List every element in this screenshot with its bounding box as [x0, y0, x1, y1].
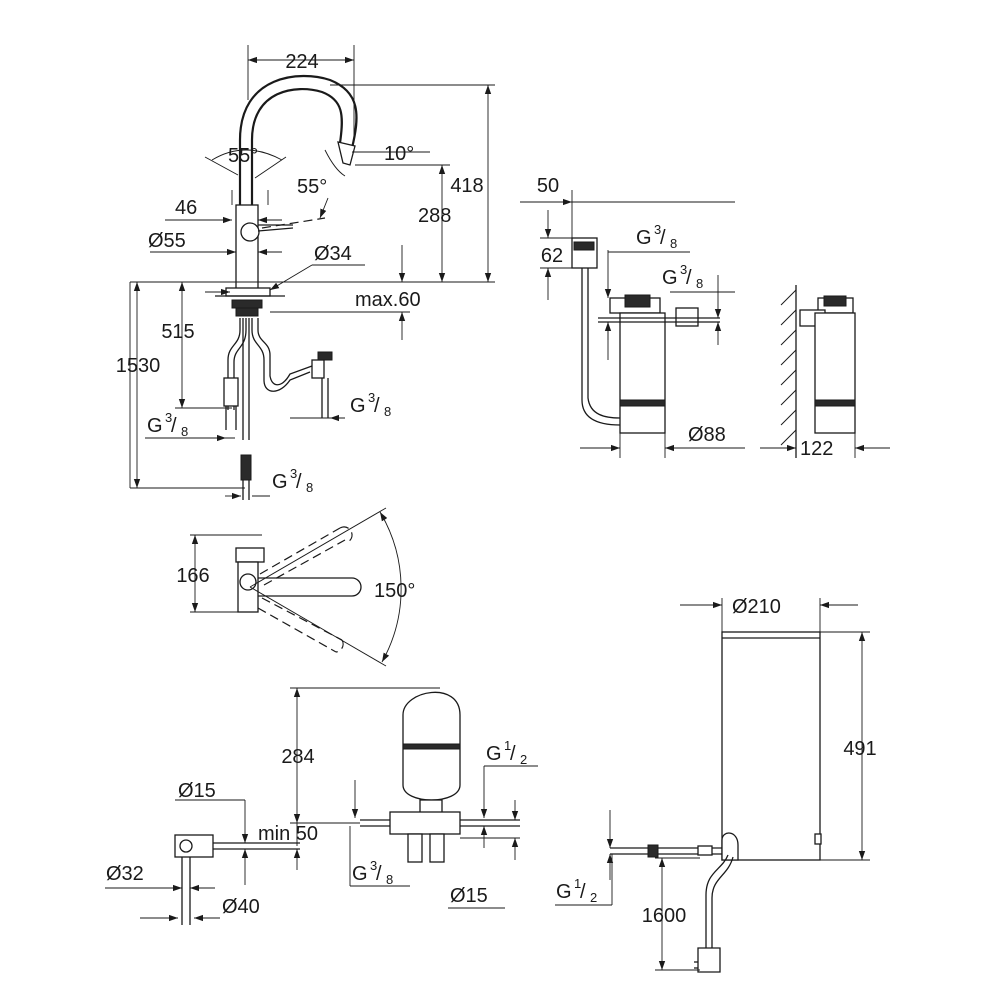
handle-knob — [240, 222, 260, 242]
label-50: 50 — [537, 175, 559, 197]
label-166: 166 — [176, 565, 209, 587]
svg-text:/: / — [660, 227, 666, 249]
hose-fitting-bottom — [240, 454, 252, 481]
svg-text:G: G — [272, 471, 288, 493]
spout-top — [258, 577, 362, 597]
wall-filter-cartridge — [814, 312, 856, 434]
thread-label-valve-bottom: G 3 / 8 — [352, 858, 393, 887]
svg-text:8: 8 — [384, 404, 391, 419]
mounting-nut — [231, 299, 263, 309]
svg-text:3: 3 — [290, 466, 297, 481]
svg-text:8: 8 — [670, 236, 677, 251]
label-10deg: 10° — [384, 143, 414, 165]
svg-text:3: 3 — [654, 222, 661, 237]
deck-flange — [225, 287, 271, 297]
faucet-side-view: 224 55° 55° 10° 418 288 46 Ø55 Ø34 — [116, 45, 495, 500]
hose-left — [227, 318, 241, 410]
label-d15-right: Ø15 — [450, 885, 488, 907]
label-515: 515 — [161, 321, 194, 343]
svg-text:3: 3 — [368, 390, 375, 405]
label-288: 288 — [418, 205, 451, 227]
filter-hose — [581, 268, 621, 426]
label-46: 46 — [175, 197, 197, 219]
thread-label-valve-inlet: G 1 / 2 — [486, 738, 527, 767]
svg-text:G: G — [147, 415, 163, 437]
label-d88: Ø88 — [688, 424, 726, 446]
hose-fitting-left — [223, 377, 239, 407]
svg-text:8: 8 — [696, 276, 703, 291]
power-plug — [697, 947, 721, 973]
svg-text:/: / — [171, 415, 177, 437]
label-max60: max.60 — [355, 289, 421, 311]
spout-tip — [337, 141, 356, 166]
label-d32: Ø32 — [106, 863, 144, 885]
svg-text:2: 2 — [590, 890, 597, 905]
power-cable — [705, 854, 729, 948]
spout-arc-inner — [250, 87, 343, 290]
label-min50: min 50 — [258, 823, 318, 845]
svg-text:/: / — [580, 881, 586, 903]
svg-text:/: / — [374, 395, 380, 417]
svg-text:/: / — [686, 267, 692, 289]
label-122: 122 — [800, 438, 833, 460]
label-d34: Ø34 — [314, 243, 352, 265]
label-62: 62 — [541, 245, 563, 267]
svg-text:/: / — [510, 743, 516, 765]
svg-text:/: / — [376, 863, 382, 885]
label-1530: 1530 — [116, 355, 161, 377]
thread-label-faucet-bottom: G 3 / 8 — [272, 466, 313, 495]
hose-fitting-right — [311, 359, 325, 379]
hose-right — [251, 318, 311, 392]
filter-assembly: 50 62 G 3 / 8 G 3 / 8 Ø88 — [520, 175, 890, 460]
thread-label-faucet-right: G 3 / 8 — [350, 390, 391, 419]
wall-hatching — [780, 289, 797, 446]
valve-assembly: 284 Ø15 min 50 Ø32 Ø40 G 3 / 8 — [105, 687, 538, 925]
svg-text:G: G — [486, 743, 502, 765]
svg-text:1: 1 — [504, 738, 511, 753]
svg-text:G: G — [352, 863, 368, 885]
handle-axis — [261, 217, 326, 229]
thread-label-boiler: G 1 / 2 — [556, 876, 597, 905]
boiler-connector — [721, 832, 739, 861]
thread-label-filter-inlet: G 3 / 8 — [636, 222, 677, 251]
spout-arc — [238, 74, 358, 290]
svg-text:3: 3 — [370, 858, 377, 873]
svg-text:G: G — [350, 395, 366, 417]
label-55-bottom: 55° — [297, 176, 327, 198]
svg-text:3: 3 — [680, 262, 687, 277]
label-d15-left: Ø15 — [178, 780, 216, 802]
svg-text:/: / — [296, 471, 302, 493]
label-d55: Ø55 — [148, 230, 186, 252]
svg-text:8: 8 — [386, 872, 393, 887]
safety-valve — [389, 811, 461, 835]
boiler-tank — [721, 631, 821, 861]
svg-text:8: 8 — [306, 480, 313, 495]
svg-text:3: 3 — [165, 410, 172, 425]
svg-text:G: G — [556, 881, 572, 903]
label-d210: Ø210 — [732, 596, 781, 618]
filter-cartridge — [619, 312, 666, 434]
swivel-top-view: 166 150° — [176, 507, 415, 667]
label-1600: 1600 — [642, 905, 687, 927]
filter-valve — [675, 307, 699, 327]
label-491: 491 — [843, 738, 876, 760]
svg-text:G: G — [662, 267, 678, 289]
thread-label-filter-outlet: G 3 / 8 — [662, 262, 703, 291]
svg-text:G: G — [636, 227, 652, 249]
svg-text:2: 2 — [520, 752, 527, 767]
label-418: 418 — [450, 175, 483, 197]
label-55-top: 55° — [228, 145, 258, 167]
label-284: 284 — [281, 746, 314, 768]
thread-label-faucet-left: G 3 / 8 — [147, 410, 188, 439]
label-d40: Ø40 — [222, 896, 260, 918]
label-224: 224 — [285, 51, 318, 73]
boiler-assembly: Ø210 491 G 1 / 2 1600 — [555, 596, 877, 973]
faucet-body — [235, 204, 259, 291]
arc-150 — [379, 511, 402, 663]
svg-text:1: 1 — [574, 876, 581, 891]
svg-text:8: 8 — [181, 424, 188, 439]
label-150deg: 150° — [374, 580, 415, 602]
